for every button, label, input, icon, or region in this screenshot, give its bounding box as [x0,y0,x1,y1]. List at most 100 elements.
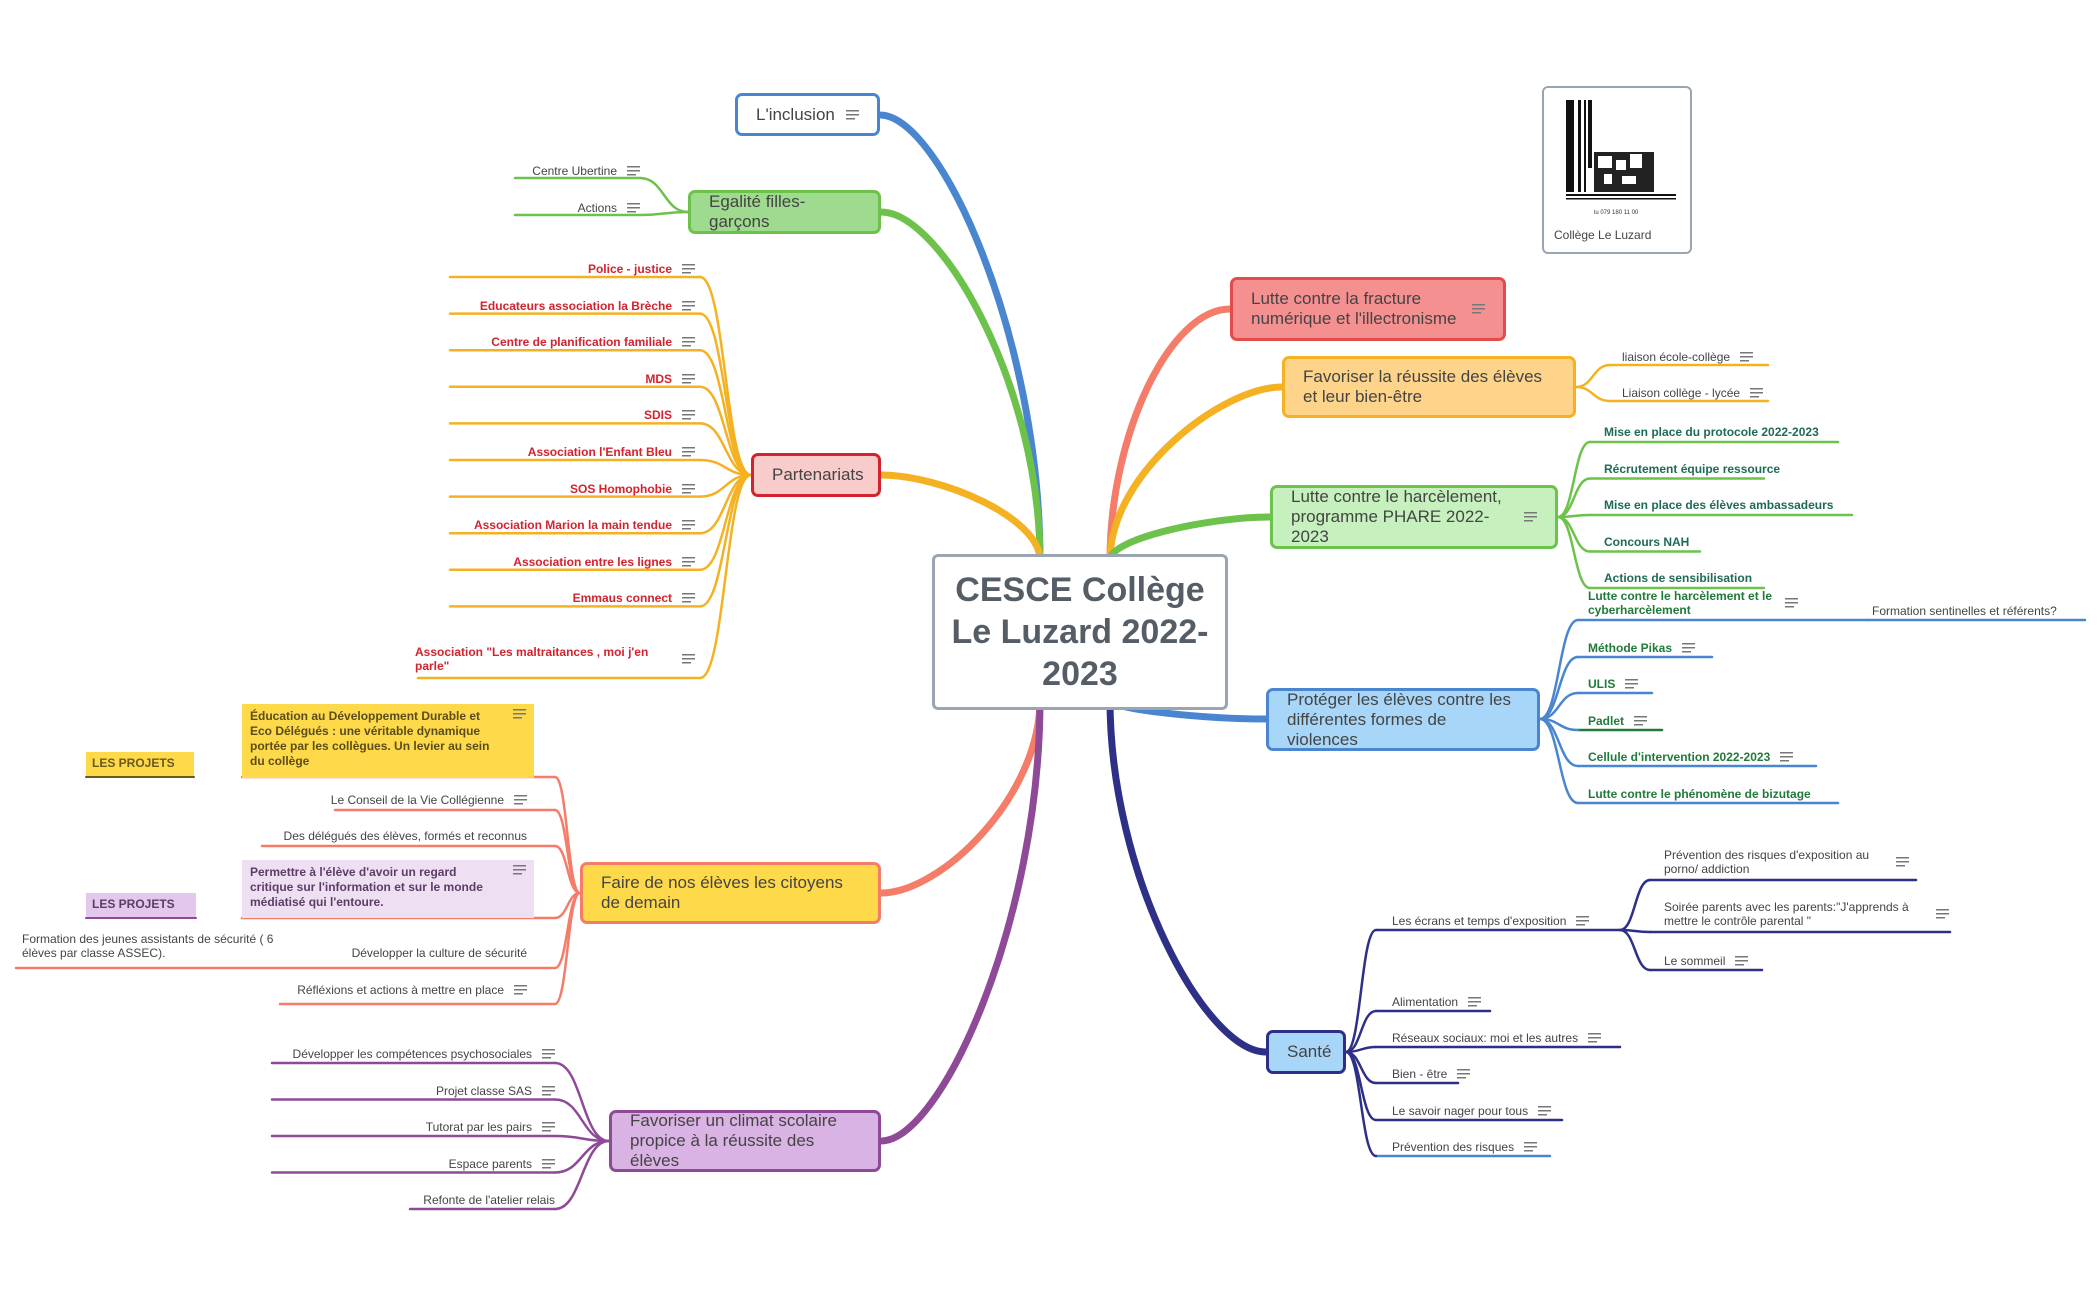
partner-item-label: Police - justice [587,262,672,276]
notes-icon [542,1122,555,1132]
citoyens-item-label: Réfléxions et actions à mettre en place [297,983,504,997]
les-projets-tag[interactable]: LES PROJETS [86,893,196,917]
topic-harcelement-label: Lutte contre le harcèlement, programme P… [1291,487,1502,546]
connector-line [1556,515,1592,590]
partner-item[interactable]: Police - justice [415,262,695,276]
connector-line [1538,717,1580,768]
egalite-item[interactable]: Actions [500,201,640,215]
notes-icon [542,1049,555,1059]
ecrans-subitem[interactable]: Soirée parents avec les parents:"J'appre… [1664,900,1949,928]
partner-item[interactable]: Emmaus connect [415,591,695,605]
notes-icon [846,109,859,120]
proteger-item-label: Cellule d'intervention 2022-2023 [1588,750,1771,764]
notes-icon [1735,956,1749,966]
partner-item[interactable]: Educateurs association la Brèche [415,299,695,313]
proteger-item[interactable]: ULIS [1588,677,1838,691]
edd-project-box[interactable]: Éducation au Développement Durable et Ec… [242,704,534,778]
sante-item[interactable]: Les écrans et temps d'exposition [1392,914,1642,928]
climat-item[interactable]: Développer les compétences psychosociale… [250,1047,555,1061]
harcelement-item[interactable]: Concours NAH [1604,535,1864,549]
partner-item-label: SOS Homophobie [570,481,672,496]
central-topic[interactable]: CESCE Collège Le Luzard 2022-2023 [932,554,1228,710]
climat-item[interactable]: Tutorat par les pairs [250,1120,555,1134]
harcelement-item[interactable]: Actions de sensibilisation [1604,571,1864,585]
ecrans-subitem[interactable]: Le sommeil [1664,954,1909,968]
branch-reussite [1106,383,1286,564]
partner-item[interactable]: SDIS [415,408,695,422]
topic-egalite-label: Egalité filles-garçons [709,192,806,231]
esprit-critique-box[interactable]: Permettre à l'élève d'avoir un regard cr… [242,860,534,918]
connector-line [698,422,753,477]
notes-icon [1457,1069,1471,1079]
topic-fracture[interactable]: Lutte contre la fracture numérique et l'… [1230,277,1506,341]
connector-line [1344,1050,1378,1122]
ecrans-subitem-label: Le sommeil [1664,954,1726,968]
sante-item[interactable]: Le savoir nager pour tous [1392,1104,1642,1118]
climat-item[interactable]: Projet classe SAS [250,1084,555,1098]
climat-item[interactable]: Espace parents [250,1157,555,1171]
branch-faire_citoyens [877,696,1044,897]
partner-item[interactable]: Association l'Enfant Bleu [415,445,695,459]
sante-item[interactable]: Alimentation [1392,995,1642,1009]
sante-item[interactable]: Prévention des risques [1392,1140,1642,1154]
citoyens-item[interactable]: Le Conseil de la Vie Collégienne [320,793,527,807]
college-logo-card[interactable]: lu 079 180 11 00 Collège Le Luzard [1542,86,1692,254]
logo-lettering: lu 079 180 11 00 [1594,210,1639,216]
topic-reussite-label: Favoriser la réussite des élèves et leur… [1303,367,1543,406]
sentinelles-item[interactable]: Formation sentinelles et référents? [1872,604,2072,618]
partner-item[interactable]: Association entre les lignes [415,555,695,569]
topic-partenariats[interactable]: Partenariats [751,453,881,497]
partner-item[interactable]: Association Marion la main tendue [415,518,695,532]
topic-reussite[interactable]: Favoriser la réussite des élèves et leur… [1282,356,1576,418]
citoyens-item[interactable]: Des délégués des élèves, formés et recon… [260,829,527,843]
notes-icon [1780,752,1794,762]
securite-subitem[interactable]: Formation des jeunes assistants de sécur… [22,932,292,960]
reussite-item[interactable]: liaison école-collège [1622,350,1767,364]
sante-item-label: Le savoir nager pour tous [1392,1104,1529,1118]
citoyens-item[interactable]: Réfléxions et actions à mettre en place [270,983,527,997]
reussite-item[interactable]: Liaison collège - lycée [1622,386,1767,400]
topic-inclusion[interactable]: L'inclusion [735,93,880,136]
proteger-item-label: Méthode Pikas [1588,641,1673,655]
topic-faire-citoyens[interactable]: Faire de nos élèves les citoyens de dema… [580,862,881,924]
partner-item[interactable]: Centre de planification familiale [415,335,695,349]
notes-icon [1524,1142,1538,1152]
partner-item[interactable]: SOS Homophobie [415,482,695,496]
notes-icon [682,556,695,567]
topic-egalite[interactable]: Egalité filles-garçons [688,190,881,234]
harcelement-item[interactable]: Mise en place des élèves ambassadeurs [1604,498,1864,512]
proteger-item[interactable]: Lutte contre le harcèlement et le cyberh… [1588,589,1798,617]
harcelement-item[interactable]: Récrutement équipe ressource [1604,462,1864,476]
notes-icon [627,203,640,213]
notes-icon [513,709,526,719]
climat-item-label: Tutorat par les pairs [425,1120,532,1134]
topic-sante[interactable]: Santé [1266,1030,1346,1074]
egalite-item[interactable]: Centre Ubertine [500,164,640,178]
climat-item-label: Projet classe SAS [435,1083,532,1098]
proteger-item[interactable]: Padlet [1588,714,1838,728]
partner-item[interactable]: MDS [415,372,695,386]
connector-line [1618,928,1652,934]
notes-icon [1588,1033,1602,1043]
notes-icon [514,795,527,805]
sante-item[interactable]: Réseaux sociaux: moi et les autres [1392,1031,1642,1045]
connector-line [1538,691,1580,721]
ecrans-subitem[interactable]: Prévention des risques d'exposition au p… [1664,848,1909,876]
sante-item[interactable]: Bien - être [1392,1067,1642,1081]
topic-proteger[interactable]: Protéger les élèves contre les différent… [1266,688,1540,751]
climat-item[interactable]: Refonte de l'atelier relais [250,1193,555,1207]
partner-item[interactable]: Association "Les maltraitances , moi j'e… [415,645,695,673]
topic-climat[interactable]: Favoriser un climat scolaire propice à l… [609,1110,881,1172]
proteger-item[interactable]: Lutte contre le phénomène de bizutage [1588,787,1838,801]
notes-icon [682,300,695,311]
citoyens-item[interactable]: Développer la culture de sécurité [300,946,527,960]
proteger-item[interactable]: Méthode Pikas [1588,641,1838,655]
les-projets-tag[interactable]: LES PROJETS [86,752,194,776]
harcelement-item[interactable]: Mise en place du protocole 2022-2023 [1604,425,1864,439]
proteger-item[interactable]: Cellule d'intervention 2022-2023 [1588,750,1838,764]
partner-item-label: Educateurs association la Brèche [479,298,672,313]
topic-harcelement[interactable]: Lutte contre le harcèlement, programme P… [1270,485,1558,549]
branch-sante [1106,696,1270,1056]
notes-icon [542,1158,555,1169]
